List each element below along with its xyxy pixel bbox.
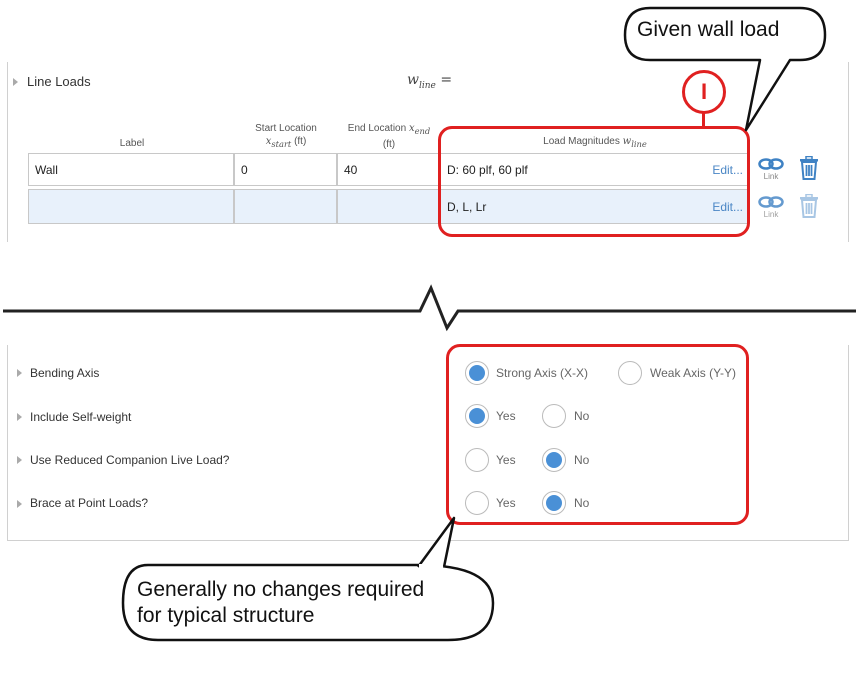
marker-label: I xyxy=(700,79,708,104)
weak-axis-radio[interactable] xyxy=(618,361,642,385)
delete-button[interactable] xyxy=(799,155,819,185)
row-end-input[interactable]: 40 xyxy=(337,153,440,186)
load-magnitudes-highlight xyxy=(438,126,750,237)
row-start-input[interactable]: 0 xyxy=(234,153,337,186)
marker-connector xyxy=(702,113,705,127)
strong-axis-label: Strong Axis (X-X) xyxy=(496,366,589,380)
col-load-sub: line xyxy=(631,139,647,149)
formula-sub: line xyxy=(418,80,436,91)
trash-icon xyxy=(800,155,818,180)
brace-point-label: Brace at Point Loads? xyxy=(30,496,149,510)
line-loads-panel xyxy=(7,62,849,242)
self-weight-label: Include Self-weight xyxy=(30,410,132,424)
row-load-cell: D: 60 plf, 60 plf Edit... xyxy=(440,153,750,186)
caret-right-icon[interactable] xyxy=(13,78,18,86)
row-load-value: D: 60 plf, 60 plf xyxy=(447,162,528,177)
row-load-cell: D, L, Lr Edit... xyxy=(440,189,750,224)
marker-badge: I xyxy=(682,70,726,114)
brace-no-label: No xyxy=(574,496,590,510)
edit-load-link[interactable]: Edit... xyxy=(712,199,743,214)
link-icon xyxy=(758,196,784,208)
callout-bottom-line1: Generally no changes required xyxy=(137,578,425,601)
col-start-var: x xyxy=(265,136,272,147)
row-load-value: D, L, Lr xyxy=(447,199,487,214)
self-weight-yes-label: Yes xyxy=(496,409,516,423)
col-start-sub: start xyxy=(271,139,292,149)
callout-bubble-bottom xyxy=(121,516,495,642)
caret-right-icon[interactable] xyxy=(17,456,22,464)
col-load-title: Load Magnitudes xyxy=(543,136,620,147)
self-weight-no-radio[interactable] xyxy=(542,404,566,428)
formula-equals: = xyxy=(440,72,453,88)
break-line-divider xyxy=(3,284,856,332)
trash-icon xyxy=(800,193,818,218)
callout-top-text: Given wall load xyxy=(637,18,780,41)
col-end-unit: (ft) xyxy=(382,139,396,150)
col-load-var: w xyxy=(622,136,632,147)
col-end-var: x xyxy=(408,123,415,134)
row-label-input[interactable] xyxy=(28,189,234,224)
callout-bubble-top xyxy=(623,6,827,132)
row-end-input[interactable] xyxy=(337,189,440,224)
reduced-live-yes-label: Yes xyxy=(496,453,516,467)
col-end-header: End Location xend (ft) xyxy=(338,122,440,151)
reduced-live-label: Use Reduced Companion Live Load? xyxy=(30,453,230,467)
link-icon xyxy=(758,158,784,170)
col-load-header: Load Magnitudes wline xyxy=(442,135,748,151)
callout-bottom-line2: for typical structure xyxy=(137,604,315,627)
caret-right-icon[interactable] xyxy=(17,369,22,377)
reduced-live-no-label: No xyxy=(574,453,590,467)
brace-yes-label: Yes xyxy=(496,496,516,510)
weak-axis-label: Weak Axis (Y-Y) xyxy=(650,366,737,380)
caret-right-icon[interactable] xyxy=(17,413,22,421)
col-start-header: Start Location xstart (ft) xyxy=(236,122,336,151)
row-label-input[interactable]: Wall xyxy=(28,153,234,186)
col-end-sub: end xyxy=(414,126,431,136)
formula-var: w xyxy=(407,72,419,88)
callout-bottom-text: Generally no changes required for typica… xyxy=(137,577,424,629)
edit-load-link[interactable]: Edit... xyxy=(712,162,743,177)
self-weight-yes-radio[interactable] xyxy=(465,404,489,428)
options-panel xyxy=(7,345,849,541)
brace-no-radio[interactable] xyxy=(542,491,566,515)
options-highlight xyxy=(446,344,749,525)
reduced-live-yes-radio[interactable] xyxy=(465,448,489,472)
row-start-input[interactable] xyxy=(234,189,337,224)
col-start-unit: (ft) xyxy=(294,136,307,147)
link-label: Link xyxy=(763,210,779,219)
link-label: Link xyxy=(763,172,779,181)
col-end-title: End Location xyxy=(347,123,407,134)
col-start-title: Start Location xyxy=(255,123,317,134)
strong-axis-radio[interactable] xyxy=(465,361,489,385)
delete-button[interactable] xyxy=(799,193,819,223)
self-weight-no-label: No xyxy=(574,409,590,423)
line-loads-title: Line Loads xyxy=(27,74,91,89)
bending-axis-label: Bending Axis xyxy=(30,366,100,380)
link-button[interactable]: Link xyxy=(756,196,786,219)
line-load-formula: wline = xyxy=(407,72,452,91)
caret-right-icon[interactable] xyxy=(17,500,22,508)
col-label-header: Label xyxy=(119,138,145,149)
link-button[interactable]: Link xyxy=(756,158,786,181)
reduced-live-no-radio[interactable] xyxy=(542,448,566,472)
brace-yes-radio[interactable] xyxy=(465,491,489,515)
